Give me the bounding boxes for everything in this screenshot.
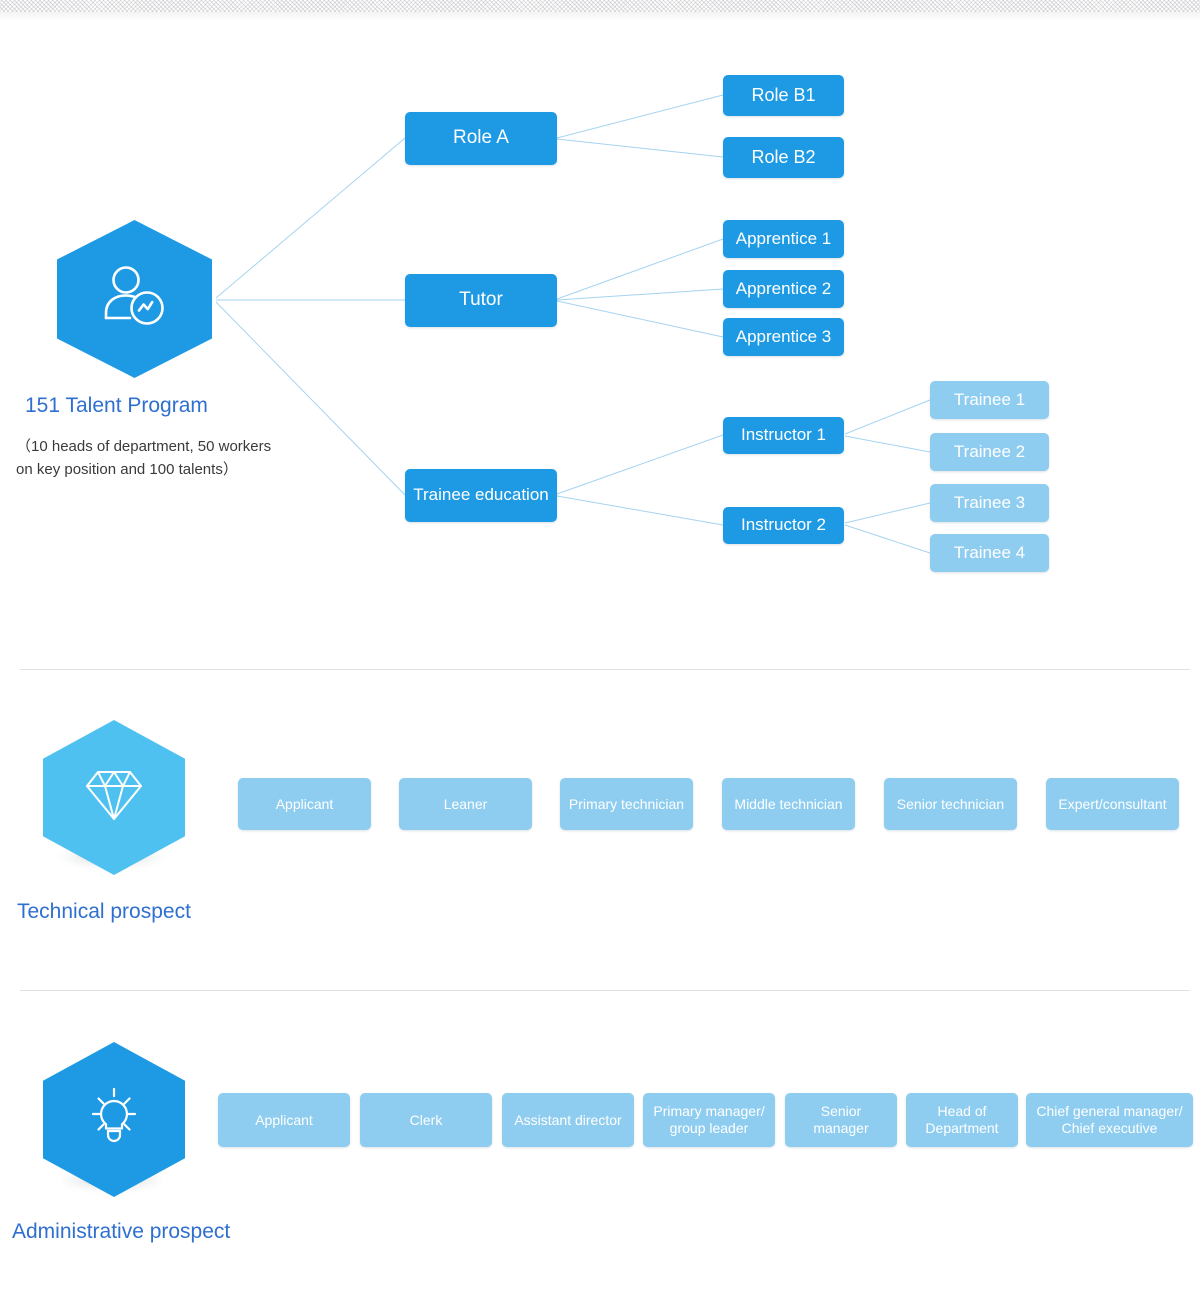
node-label: Middle technician [734, 795, 843, 812]
node-label: Leaner [443, 795, 488, 812]
hexagon-badge-administrative [43, 1042, 185, 1197]
node-apprentice-3[interactable]: Apprentice 3 [723, 318, 844, 356]
step-technical-leaner[interactable]: Leaner [399, 778, 532, 830]
top-hatch-band [0, 0, 1200, 12]
node-label: Trainee education [413, 485, 549, 505]
step-technical-middle-technician[interactable]: Middle technician [722, 778, 855, 830]
node-label: Instructor 1 [740, 425, 827, 445]
node-label: Head of Department [925, 1103, 999, 1136]
node-tutor[interactable]: Tutor [405, 274, 557, 327]
node-label: Trainee 3 [953, 492, 1026, 512]
section-title-administrative: Administrative prospect [12, 1220, 231, 1243]
section-divider-1 [20, 669, 1190, 670]
section-divider-2 [20, 990, 1190, 991]
node-trainee-1[interactable]: Trainee 1 [930, 381, 1049, 419]
step-admin-head-of-department[interactable]: Head of Department [906, 1093, 1018, 1147]
node-label: Primary manager/ group leader [653, 1103, 765, 1136]
node-label: Trainee 1 [953, 389, 1026, 409]
node-role-a[interactable]: Role A [405, 112, 557, 165]
node-label: Apprentice 3 [735, 326, 832, 346]
person-analytics-icon [96, 258, 174, 341]
node-label: Role A [453, 127, 509, 149]
step-admin-senior-manager[interactable]: Senior manager [785, 1093, 897, 1147]
node-label: Role B1 [751, 84, 816, 105]
step-admin-primary-manager[interactable]: Primary manager/ group leader [643, 1093, 775, 1147]
node-role-b2[interactable]: Role B2 [723, 137, 844, 178]
node-label: Applicant [275, 795, 334, 812]
node-trainee-4[interactable]: Trainee 4 [930, 534, 1049, 572]
node-role-b1[interactable]: Role B1 [723, 75, 844, 116]
section-title-talent: 151 Talent Program [25, 394, 208, 417]
node-label: Apprentice 2 [735, 278, 832, 298]
node-label: Expert/consultant [1058, 795, 1167, 812]
step-admin-clerk[interactable]: Clerk [360, 1093, 492, 1147]
node-label: Senior technician [896, 795, 1005, 812]
section-subtitle-talent: （10 heads of department, 50 workers on k… [16, 438, 272, 478]
node-label: Chief general manager/ Chief executive [1036, 1103, 1183, 1136]
step-technical-senior-technician[interactable]: Senior technician [884, 778, 1017, 830]
node-label: Applicant [255, 1111, 313, 1128]
node-label: Apprentice 1 [735, 228, 832, 248]
node-label: Role B2 [751, 146, 816, 167]
lightbulb-icon [78, 1081, 150, 1158]
section-title-technical: Technical prospect [17, 900, 191, 923]
node-trainee-2[interactable]: Trainee 2 [930, 433, 1049, 471]
top-band-fade [0, 12, 1200, 21]
node-apprentice-2[interactable]: Apprentice 2 [723, 270, 844, 308]
node-instructor-2[interactable]: Instructor 2 [723, 507, 844, 544]
node-label: Trainee 4 [953, 542, 1026, 562]
step-technical-primary-technician[interactable]: Primary technician [560, 778, 693, 830]
node-trainee-3[interactable]: Trainee 3 [930, 484, 1049, 522]
node-label: Senior manager [813, 1103, 869, 1136]
step-admin-chief-general-manager[interactable]: Chief general manager/ Chief executive [1026, 1093, 1193, 1147]
step-admin-applicant[interactable]: Applicant [218, 1093, 350, 1147]
node-label: Tutor [459, 289, 503, 311]
node-label: Primary technician [568, 795, 685, 812]
hexagon-badge-talent [57, 220, 212, 378]
step-admin-assistant-director[interactable]: Assistant director [502, 1093, 634, 1147]
node-label: Instructor 2 [740, 515, 827, 535]
node-instructor-1[interactable]: Instructor 1 [723, 417, 844, 454]
node-label: Clerk [409, 1111, 443, 1128]
diamond-icon [78, 759, 150, 836]
step-technical-expert-consultant[interactable]: Expert/consultant [1046, 778, 1179, 830]
node-label: Assistant director [514, 1111, 622, 1128]
node-apprentice-1[interactable]: Apprentice 1 [723, 220, 844, 258]
step-technical-applicant[interactable]: Applicant [238, 778, 371, 830]
node-trainee-education[interactable]: Trainee education [405, 469, 557, 522]
node-label: Trainee 2 [953, 441, 1026, 461]
